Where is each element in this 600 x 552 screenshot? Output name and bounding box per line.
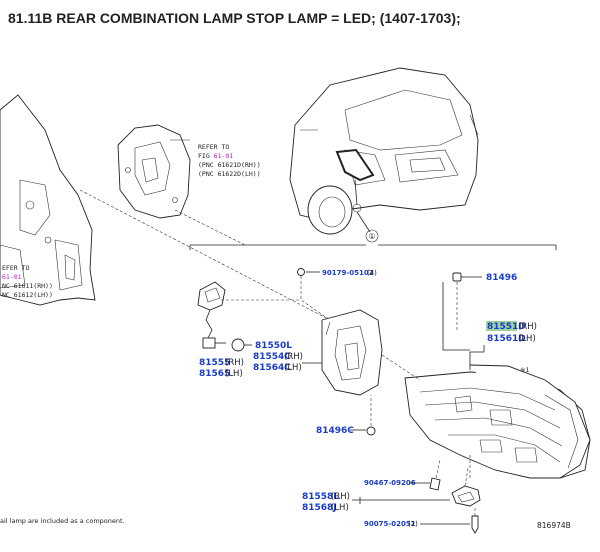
part-81555-81565: 81555 (RH) 81565 (LH) bbox=[199, 358, 244, 379]
part-qty-90075: (2) bbox=[408, 520, 418, 528]
part-number-90179-05102[interactable]: 90179-05102 bbox=[322, 269, 374, 277]
footnote: ail lamp are included as a component. bbox=[0, 517, 125, 525]
fig-link-61-01-left[interactable]: 61-01 bbox=[2, 273, 22, 281]
part-side-81554C: (RH) bbox=[284, 352, 303, 362]
part-number-81568J[interactable]: 81568J bbox=[302, 503, 337, 513]
part-81558L-81568J: 81558L (RH) 81568J (LH) bbox=[302, 492, 450, 513]
callout-bracket: ① bbox=[189, 229, 557, 250]
part-number-81561D[interactable]: 81561D bbox=[487, 334, 526, 344]
part-side-81551D: (RH) bbox=[518, 322, 537, 332]
part-90467-09206: 90467-09206 bbox=[364, 459, 441, 491]
quarter-panel-illustration bbox=[0, 94, 331, 321]
part-qty-90179: (4) bbox=[367, 269, 377, 277]
part-side-81558L: (RH) bbox=[331, 492, 350, 502]
pnc-line-left-1: NC 61611(RH)) bbox=[2, 282, 53, 290]
clip-icon bbox=[297, 268, 305, 276]
callout-marker: ① bbox=[368, 232, 375, 241]
part-81496: 81496 bbox=[452, 272, 517, 330]
pnc-line-left-2: NC 61612(LH)) bbox=[2, 291, 53, 299]
part-number-81564C[interactable]: 81564C bbox=[253, 363, 291, 373]
bulb-icon bbox=[231, 338, 245, 352]
figure-id: 816974B bbox=[537, 521, 571, 530]
part-side-81561D: (LH) bbox=[518, 334, 536, 344]
part-number-81496C[interactable]: 81496C bbox=[316, 426, 354, 436]
part-number-81551D[interactable]: 81551D bbox=[487, 322, 526, 332]
highlight-box bbox=[486, 321, 517, 331]
asterisk-note: ※1 bbox=[520, 366, 530, 374]
part-side-81564C: (LH) bbox=[284, 363, 302, 373]
lamp-gasket-illustration bbox=[321, 309, 421, 396]
part-81554C-81564C: 81554C (RH) 81564C (LH) bbox=[253, 352, 322, 373]
part-81551D-81561D: 81551D (RH) 81561D (LH) ※1 bbox=[442, 282, 537, 374]
socket-icon bbox=[202, 337, 216, 349]
refer-to-label: REFER TO bbox=[198, 143, 229, 151]
part-side-81565: (LH) bbox=[225, 369, 243, 379]
part-number-81496[interactable]: 81496 bbox=[486, 273, 517, 283]
fig-prefix: FIG bbox=[198, 152, 214, 160]
part-number-81565[interactable]: 81565 bbox=[199, 369, 230, 379]
rear-combination-lamp-illustration bbox=[404, 364, 591, 479]
clip-icon bbox=[429, 477, 441, 491]
part-90179-05102: 90179-05102 (4) bbox=[297, 268, 377, 321]
fig-link-61-01[interactable]: 61-01 bbox=[214, 152, 234, 160]
pnc-line-1: (PNC 61621D(RH)) bbox=[198, 161, 261, 169]
inner-panel-illustration bbox=[117, 124, 246, 246]
part-number-90075-02051[interactable]: 90075-02051 bbox=[364, 520, 416, 528]
part-81496C: 81496C bbox=[316, 395, 376, 436]
pnc-line-2: (PNC 61622D(LH)) bbox=[198, 170, 261, 178]
page-title: 81.11B REAR COMBINATION LAMP STOP LAMP =… bbox=[8, 10, 461, 26]
vehicle-rear-illustration bbox=[289, 67, 479, 235]
part-number-81554C[interactable]: 81554C bbox=[253, 352, 291, 362]
nut-icon bbox=[366, 426, 376, 436]
screw-icon bbox=[471, 515, 479, 534]
wire-harness-socket-illustration bbox=[197, 281, 300, 352]
part-number-81555[interactable]: 81555 bbox=[199, 358, 230, 368]
part-90075-02051: 90075-02051 (2) bbox=[364, 506, 479, 534]
svg-text:FIG 61-01: FIG 61-01 bbox=[198, 152, 233, 160]
refer-to-label-left: EFER TO bbox=[2, 264, 29, 272]
grommet-icon bbox=[452, 272, 462, 282]
part-number-81558L[interactable]: 81558L bbox=[302, 492, 339, 502]
part-side-81568J: (LH) bbox=[331, 503, 349, 513]
refer-to-note-right: REFER TO FIG 61-01 (PNC 61621D(RH)) (PNC… bbox=[198, 143, 261, 178]
bracket-illustration bbox=[359, 467, 481, 507]
part-number-90467-09206[interactable]: 90467-09206 bbox=[364, 479, 416, 487]
refer-to-note-left: EFER TO 61-01 NC 61611(RH)) NC 61612(LH)… bbox=[2, 264, 53, 299]
part-number-81550L[interactable]: 81550L bbox=[255, 341, 292, 351]
part-side-81555: (RH) bbox=[225, 358, 244, 368]
